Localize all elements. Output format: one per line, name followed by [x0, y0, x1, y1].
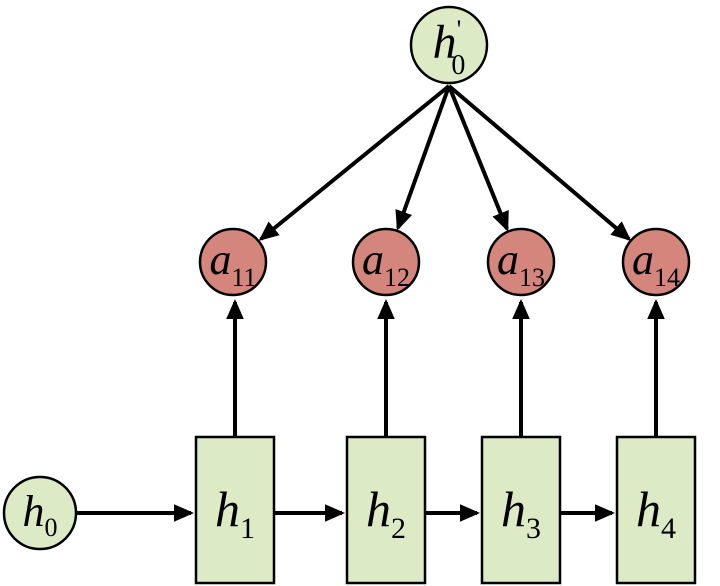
attention-node-a14-label: a14 — [632, 235, 680, 292]
arrow-context-to-a13 — [447, 85, 509, 232]
attention-node-a12: a12 — [351, 227, 421, 297]
attention-node-a13-label: a13 — [497, 235, 545, 292]
hidden-node-h1-rect — [194, 435, 276, 585]
attention-node-a13-circle — [486, 227, 556, 297]
attention-node-a13: a13 — [486, 227, 556, 297]
hidden-node-h4-rect — [615, 435, 697, 585]
arrow-context-to-a12 — [395, 85, 451, 231]
hidden-node-h3-label: h3 — [501, 481, 541, 545]
hidden-node-h2-label: h2 — [366, 481, 406, 545]
attention-node-a11-circle — [198, 227, 268, 297]
context-node: h'0 — [409, 5, 489, 85]
context-node-circle — [409, 5, 489, 85]
context-to-attention-arrows — [258, 84, 632, 241]
hidden-node-h1-label: h1 — [215, 481, 255, 545]
attention-node-a14-circle — [621, 227, 691, 297]
attention-node-a11-label: a11 — [209, 235, 256, 292]
attention-node-a11: a11 — [198, 227, 268, 297]
hidden-node-h3: h3 — [480, 435, 562, 585]
hidden-node-h3-rect — [480, 435, 562, 585]
arrow-context-to-a14 — [447, 84, 632, 241]
hidden-node-h4: h4 — [615, 435, 697, 585]
hidden-to-attention-arrows — [226, 299, 665, 437]
attention-node-a12-circle — [351, 227, 421, 297]
initial-node-circle — [2, 475, 78, 551]
hidden-node-h4-label: h4 — [636, 481, 676, 545]
arrow-context-to-a11 — [258, 84, 451, 241]
hidden-node-h2: h2 — [345, 435, 427, 585]
attention-node-a14: a14 — [621, 227, 691, 297]
hidden-node-h2-rect — [345, 435, 427, 585]
hidden-node-h1: h1 — [194, 435, 276, 585]
context-node-label: h'0 — [433, 15, 466, 81]
attention-node-a12-label: a12 — [362, 235, 410, 292]
initial-node: h0 — [2, 475, 78, 551]
initial-node-label: h0 — [23, 487, 58, 542]
